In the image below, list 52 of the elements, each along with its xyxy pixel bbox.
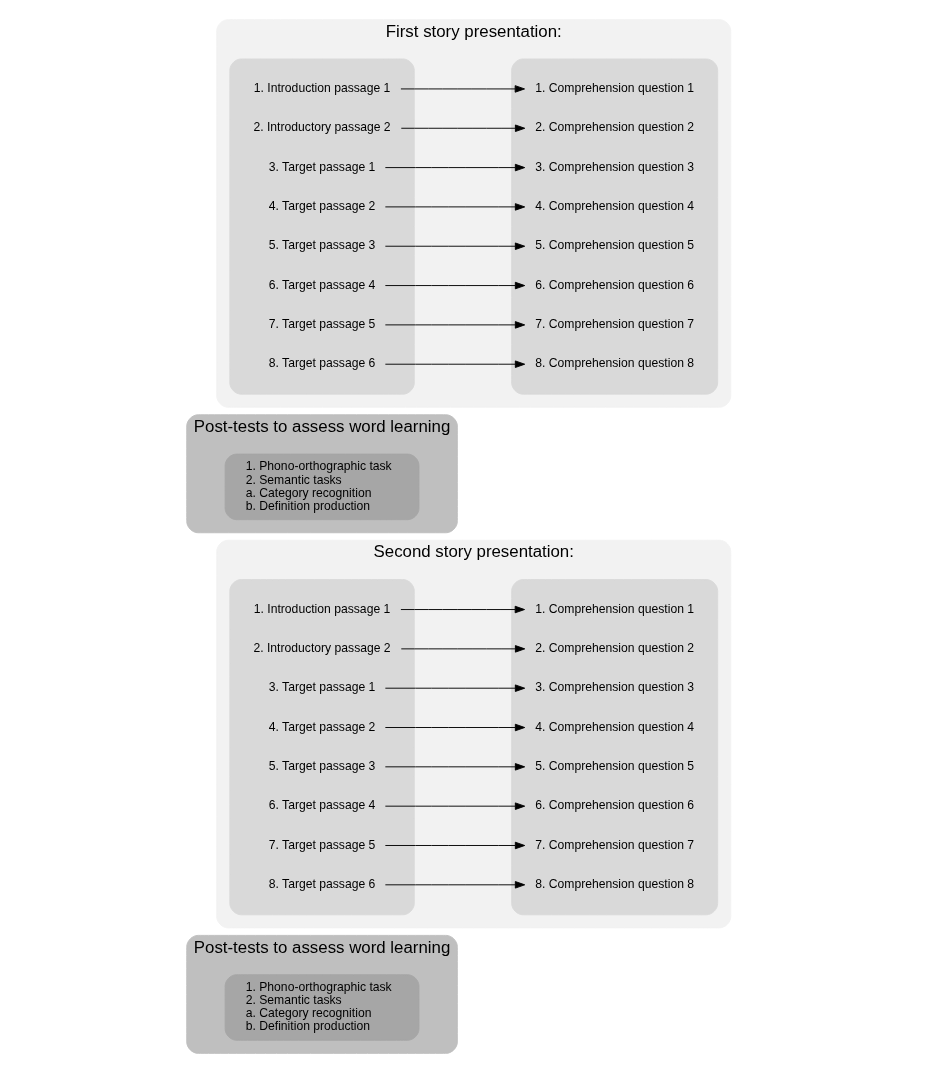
arrow	[400, 124, 526, 132]
node-text: 8. Target passage 6	[268, 356, 376, 371]
cluster	[229, 579, 415, 916]
node-text: 3. Target passage 1	[268, 680, 376, 695]
arrow	[384, 203, 526, 211]
node-text: 1. Introduction passage 1	[253, 81, 391, 96]
node-text: 4. Target passage 2	[268, 199, 376, 214]
node-text: 1. Introduction passage 1	[253, 601, 391, 616]
node-text: 6. Comprehension question 6	[535, 798, 695, 813]
node-text: 4. Comprehension question 4	[535, 199, 695, 214]
arrow	[384, 881, 526, 889]
node-text: 3. Comprehension question 3	[535, 159, 695, 174]
arrow	[384, 841, 526, 850]
arrow	[400, 85, 525, 93]
arrow	[384, 163, 526, 172]
node-text: 7. Comprehension question 7	[535, 317, 695, 332]
cluster	[229, 58, 415, 395]
node-text: 2. Comprehension question 2	[535, 120, 695, 135]
node-text: 4. Target passage 2	[268, 719, 376, 734]
node-text: 7. Comprehension question 7	[535, 837, 695, 852]
node-text: 3. Comprehension question 3	[535, 680, 695, 695]
node-text: 3. Target passage 1	[268, 159, 376, 174]
arrow	[400, 605, 525, 614]
node-text: 7. Target passage 5	[268, 317, 376, 332]
node-text: 2. Introductory passage 2	[253, 641, 391, 656]
node-text: 8. Target passage 6	[268, 877, 376, 892]
node-box: 1. Phono-orthographic task 2. Semantic tasks a. Category recognition b. Definition production	[224, 974, 420, 1041]
node-text: 6. Target passage 4	[268, 277, 376, 292]
node-text: 2. Introductory passage 2	[253, 120, 391, 135]
node-text: 5. Target passage 3	[268, 759, 376, 774]
arrow	[384, 281, 526, 290]
node-text: 4. Comprehension question 4	[535, 719, 695, 734]
node-text: 8. Comprehension question 8	[535, 356, 695, 371]
node-text: 5. Comprehension question 5	[535, 759, 695, 774]
node-text: 5. Target passage 3	[268, 238, 376, 253]
node-text: 8. Comprehension question 8	[535, 877, 695, 892]
node-text: 1. Comprehension question 1	[535, 81, 695, 96]
node-box: 1. Phono-orthographic task 2. Semantic tasks a. Category recognition b. Definition production	[224, 453, 420, 521]
arrow	[384, 684, 526, 692]
arrow	[384, 321, 526, 329]
arrow	[384, 242, 526, 250]
node-text: 1. Comprehension question 1	[535, 601, 695, 616]
node-text: 7. Target passage 5	[268, 837, 376, 852]
node-text: 5. Comprehension question 5	[535, 238, 695, 253]
arrow	[384, 360, 526, 368]
arrow	[384, 802, 526, 810]
node-text: 2. Comprehension question 2	[535, 641, 695, 656]
arrow	[400, 645, 526, 653]
arrow	[384, 723, 526, 732]
node-text: 6. Comprehension question 6	[535, 277, 695, 292]
node-text: 6. Target passage 4	[268, 798, 376, 813]
arrow	[384, 763, 526, 771]
